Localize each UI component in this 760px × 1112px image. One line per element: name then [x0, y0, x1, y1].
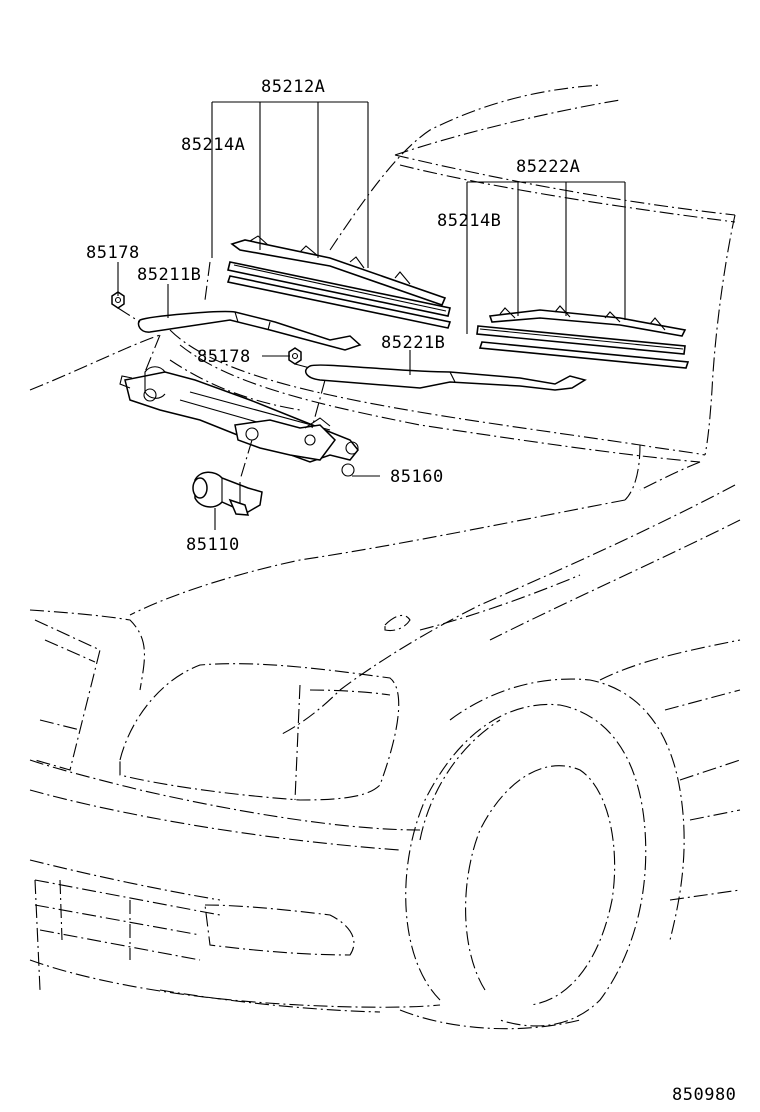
label-85214B: 85214B — [437, 211, 501, 231]
label-85221B: 85221B — [381, 333, 445, 353]
wiper-motor-85110 — [192, 471, 263, 516]
label-85110: 85110 — [186, 535, 240, 555]
label-85212A: 85212A — [261, 77, 325, 97]
assembly-guide-lines — [117, 261, 326, 481]
label-85178-top: 85178 — [86, 243, 140, 263]
left-wiper-blade-85212A — [226, 235, 452, 329]
label-85211B: 85211B — [137, 265, 201, 285]
left-wiper-arm-85211B — [137, 310, 362, 351]
label-85178-mid: 85178 — [197, 347, 251, 367]
right-wiper-blade-85222A — [476, 305, 690, 369]
label-85214A: 85214A — [181, 135, 245, 155]
right-wiper-arm-85221B — [304, 364, 587, 391]
label-85222A: 85222A — [516, 157, 580, 177]
nut-85178-right — [288, 347, 302, 365]
wiper-link-85160 — [119, 366, 359, 477]
leader-lines — [117, 101, 626, 530]
part-labels: 85212A 85214A 85222A 85214B 85178 85211B… — [86, 77, 736, 1105]
car-body-outline — [29, 84, 741, 1030]
label-85160: 85160 — [390, 467, 444, 487]
figure-code: 850980 — [672, 1085, 736, 1105]
